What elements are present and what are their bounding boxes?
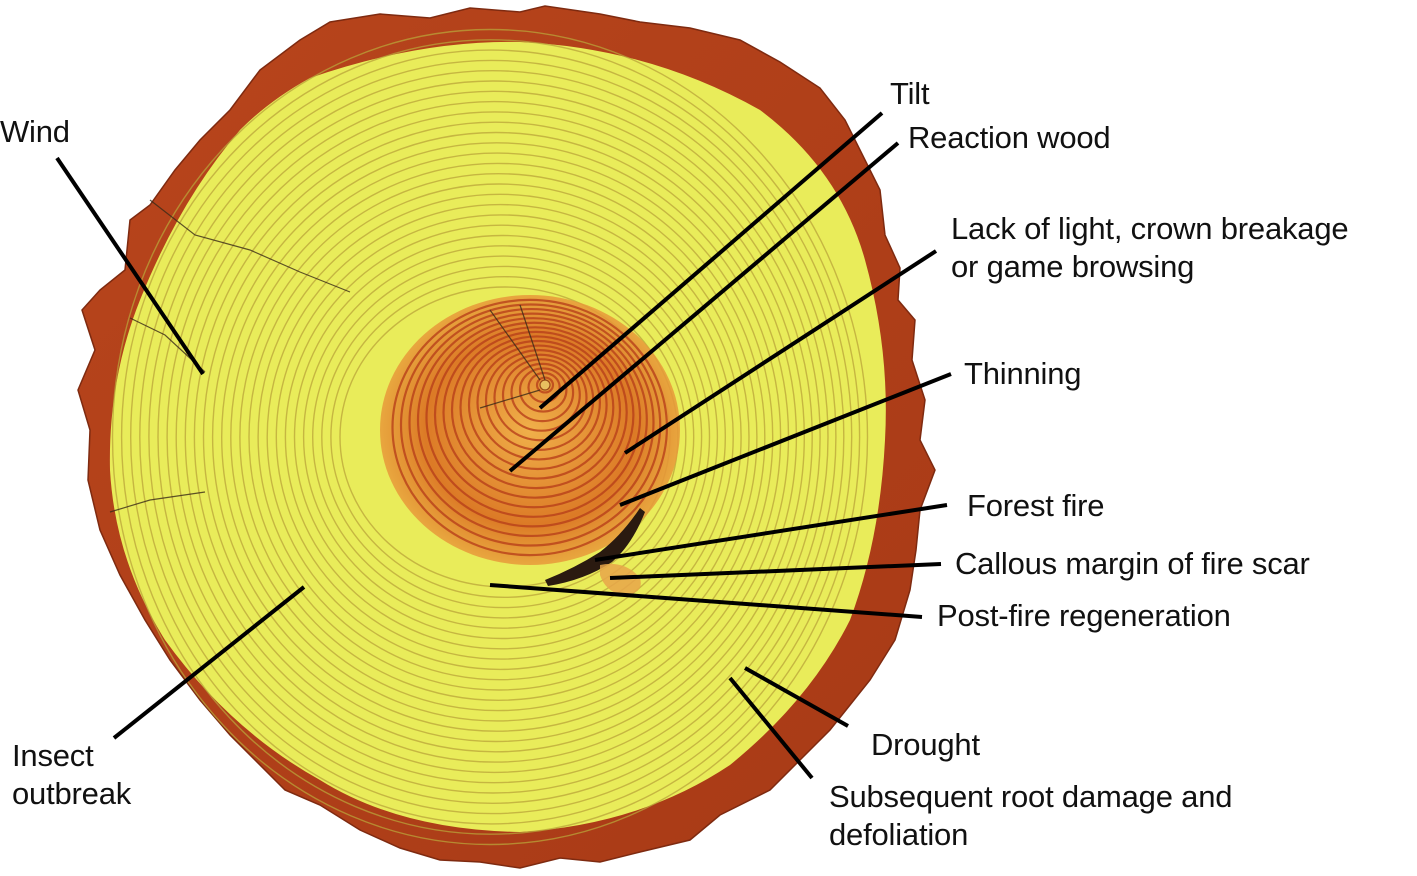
growth-ring <box>416 312 648 528</box>
growth-ring <box>211 142 782 732</box>
label-line: outbreak <box>12 776 132 811</box>
growth-ring <box>467 339 608 471</box>
growth-ring <box>130 49 853 825</box>
growth-ring <box>111 28 869 846</box>
label-callous-margin: Callous margin of fire scar <box>955 545 1310 583</box>
label-line: Forest fire <box>967 488 1105 523</box>
label-lack-of-light: Lack of light, crown breakage or game br… <box>951 210 1349 286</box>
growth-ring <box>284 224 719 650</box>
growth-ring <box>139 59 845 815</box>
label-line: Drought <box>871 727 980 762</box>
growth-ring <box>248 183 750 691</box>
sapwood-rings <box>111 28 869 846</box>
leader-drought <box>744 666 849 728</box>
label-thinning: Thinning <box>964 355 1082 393</box>
growth-ring <box>275 214 726 660</box>
growth-ring <box>148 70 837 804</box>
label-line: Insect <box>12 738 94 773</box>
growth-ring <box>459 335 615 480</box>
label-tilt: Tilt <box>890 75 930 113</box>
growth-ring <box>399 303 662 547</box>
label-reaction-wood: Reaction wood <box>908 119 1111 157</box>
pith <box>539 379 551 391</box>
leader-tilt <box>538 111 884 410</box>
leader-wind <box>55 156 205 376</box>
label-line: Reaction wood <box>908 120 1111 155</box>
growth-ring <box>120 39 861 835</box>
growth-ring <box>266 203 734 671</box>
growth-ring <box>175 100 813 774</box>
label-line: Wind <box>0 114 70 149</box>
growth-ring <box>501 358 581 432</box>
label-line: Lack of light, crown breakage <box>951 211 1349 246</box>
growth-ring <box>433 321 635 509</box>
leader-lack-of-light <box>623 249 938 455</box>
heartwood-rings <box>391 298 668 557</box>
label-line: Callous margin of fire scar <box>955 546 1310 581</box>
label-drought: Drought <box>871 726 980 764</box>
label-root-damage: Subsequent root damage and defoliation <box>829 778 1232 854</box>
radial-cracks <box>109 199 546 513</box>
label-line: Post-fire regeneration <box>937 598 1231 633</box>
leader-reaction-wood <box>508 141 900 473</box>
label-post-fire-regeneration: Post-fire regeneration <box>937 597 1231 635</box>
leader-lines <box>55 111 952 780</box>
label-insect-outbreak: Insect outbreak <box>12 737 131 813</box>
label-line: or game browsing <box>951 249 1195 284</box>
growth-ring <box>302 245 703 629</box>
leader-post-fire-regeneration <box>489 583 923 619</box>
growth-ring <box>221 152 774 722</box>
growth-ring <box>425 317 642 518</box>
growth-ring <box>518 367 568 413</box>
growth-ring <box>166 90 821 784</box>
label-wind: Wind <box>0 113 70 151</box>
label-forest-fire: Forest fire <box>967 487 1105 525</box>
growth-ring <box>535 376 555 394</box>
growth-ring <box>510 362 575 423</box>
growth-ring <box>257 193 742 681</box>
label-line: Tilt <box>890 76 930 111</box>
leader-thinning <box>619 372 952 507</box>
label-line: defoliation <box>829 817 969 852</box>
leader-forest-fire <box>594 503 948 562</box>
growth-ring <box>321 265 687 609</box>
growth-ring <box>293 234 711 640</box>
growth-ring <box>450 330 622 490</box>
fire-scar <box>545 508 645 586</box>
label-line: Thinning <box>964 356 1082 391</box>
growth-ring <box>230 162 766 712</box>
growth-ring <box>157 80 829 794</box>
leader-root-damage <box>728 676 814 780</box>
growth-ring <box>493 353 588 442</box>
leader-insect-outbreak <box>112 585 306 740</box>
growth-ring <box>184 111 805 763</box>
growth-ring <box>476 344 602 461</box>
growth-ring <box>239 173 758 701</box>
growth-ring <box>442 326 628 499</box>
growth-ring <box>408 307 655 538</box>
label-line: Subsequent root damage and <box>829 779 1233 814</box>
leader-callous-margin <box>609 562 942 580</box>
growth-ring <box>312 255 695 619</box>
